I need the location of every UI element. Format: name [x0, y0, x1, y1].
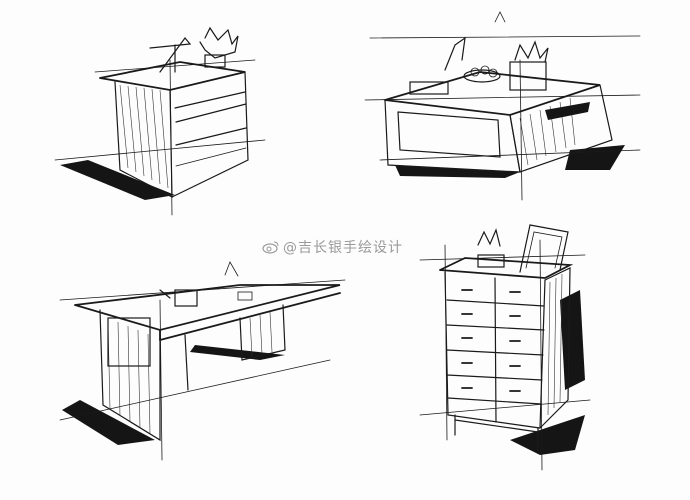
desk-left-pedestal — [99, 309, 161, 442]
chest-top — [439, 257, 574, 279]
chest-front-face — [444, 271, 546, 429]
desk-pen-holder — [174, 289, 198, 307]
desk-leg — [184, 334, 189, 391]
cabinet-shadow — [60, 160, 175, 200]
desk-top — [74, 284, 341, 331]
cabinet-side-hatch — [119, 84, 169, 189]
table-front-face — [384, 99, 521, 173]
table-right-face — [509, 84, 613, 173]
desk-shadow — [62, 400, 155, 445]
chest-plant — [477, 228, 501, 247]
sketch-desk — [59, 261, 346, 461]
weibo-icon — [262, 241, 279, 254]
watermark-text: @吉长银手绘设计 — [283, 240, 403, 256]
desk-right-cabinet — [239, 304, 286, 361]
cabinet-lamp — [149, 37, 192, 73]
table-book — [409, 81, 449, 95]
chest-side-face — [539, 267, 571, 429]
chest-shadow-floor — [510, 415, 585, 455]
table-fruit-bowl — [463, 69, 501, 83]
table-shadow-front — [395, 165, 520, 178]
table-lamp — [444, 36, 466, 71]
cabinet-plant — [199, 26, 239, 59]
cabinet-right-face — [169, 71, 249, 198]
chest-shadow-side — [560, 290, 585, 390]
chest-mirror-frame — [519, 224, 569, 273]
watermark: @吉长银手绘设计 — [262, 236, 403, 258]
sketch-chest-of-drawers — [419, 224, 591, 471]
sketch-coffee-table — [364, 11, 641, 201]
table-plant-pot — [509, 61, 547, 91]
chest-drawer-handles — [461, 289, 521, 392]
sketch-bedside-cabinet — [54, 26, 266, 216]
table-shadow-side — [565, 145, 625, 170]
